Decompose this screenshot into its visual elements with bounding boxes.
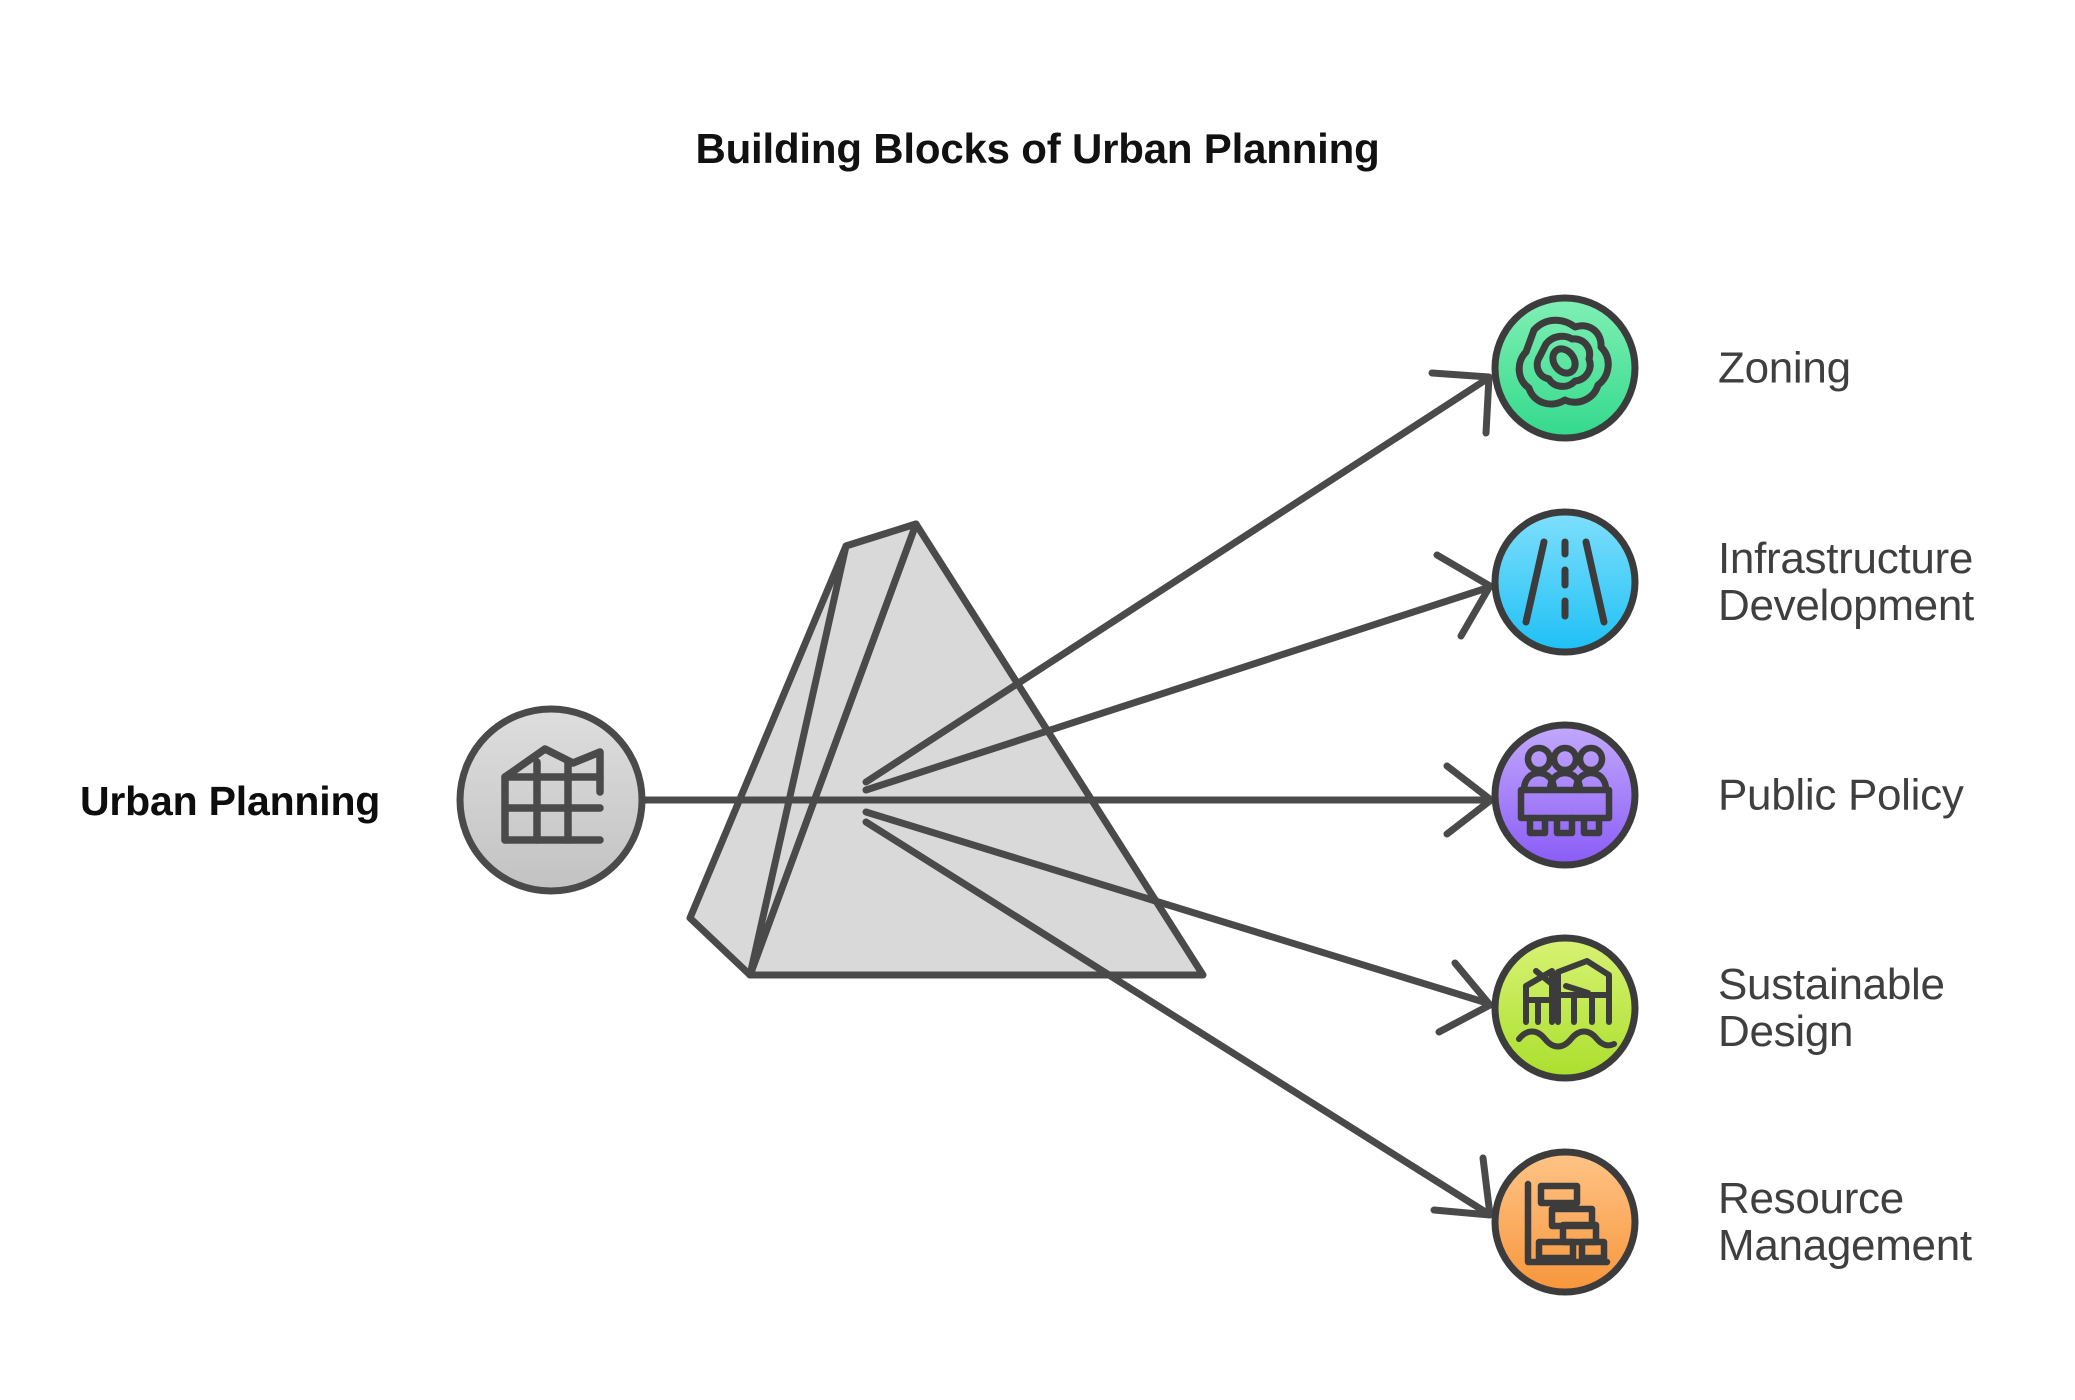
zoning-contour-map-icon (1515, 316, 1612, 408)
branch-node-infrastructure-development[interactable] (1491, 508, 1639, 656)
connector-to-sustainable-design (862, 808, 1494, 1036)
branch-label-resource-management: Resource Management (1718, 1173, 1972, 1270)
branch-node-zoning[interactable] (1491, 294, 1639, 442)
road-highway-icon (1522, 538, 1608, 626)
city-buildings-grid-icon (501, 745, 604, 844)
people-at-table-panel-icon (1517, 744, 1613, 837)
waterfront-buildings-icon (1516, 958, 1617, 1050)
branch-label-infrastructure-development: Infrastructure Development (1718, 533, 1974, 630)
connector-rays (862, 369, 1495, 1219)
light-dispersing-prism (686, 520, 1207, 979)
connector-to-zoning (862, 369, 1493, 786)
branch-node-public-policy[interactable] (1491, 721, 1639, 869)
source-node-circle[interactable] (456, 705, 646, 895)
gantt-chart-icon (1524, 1180, 1611, 1266)
branch-label-zoning: Zoning (1718, 343, 1851, 393)
prism-top-ridge-face (746, 520, 920, 979)
connector-to-infrastructure-development (862, 551, 1494, 794)
source-node-label: Urban Planning (80, 778, 381, 824)
connector-to-resource-management (862, 818, 1494, 1219)
branch-label-sustainable-design: Sustainable Design (1718, 959, 1945, 1056)
page-title: Building Blocks of Urban Planning (695, 125, 1380, 172)
branch-label-public-policy: Public Policy (1718, 770, 1964, 820)
branch-node-resource-management[interactable] (1491, 1148, 1639, 1296)
branch-node-sustainable-design[interactable] (1491, 934, 1639, 1082)
source-node-urban-planning[interactable] (456, 705, 646, 895)
branch-node-circle (1491, 934, 1639, 1082)
connector-to-public-policy (862, 762, 1495, 838)
